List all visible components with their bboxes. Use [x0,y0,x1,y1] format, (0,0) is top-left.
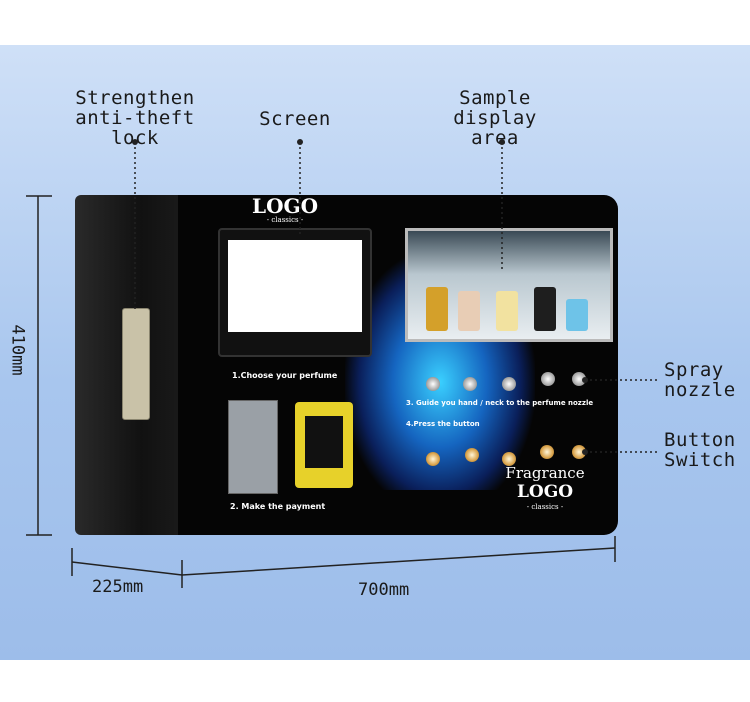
logo-bottom-sub: - classics - [526,503,564,511]
spray-nozzle [572,372,586,386]
dimension-height: 410mm [7,324,28,376]
dimension-depth: 225mm [92,577,144,597]
logo-top-sub: - classics - [266,216,304,224]
spray-button[interactable] [572,445,586,459]
card-reader-screen [305,416,343,468]
step-4-label: 4.Press the button [406,420,480,428]
touch-screen[interactable] [218,228,372,357]
perfume-bottle [458,291,480,331]
spray-nozzle [463,377,477,391]
coin-acceptor[interactable] [228,400,278,494]
callout-button-switch: Button Switch [664,429,736,471]
logo-bottom: LOGO [516,482,574,502]
screen-content [228,240,362,332]
callout-anti-theft-lock: Strengthen anti-theft lock [75,87,195,149]
spray-nozzle [502,377,516,391]
step-3-label: 3. Guide you hand / neck to the perfume … [406,399,594,407]
sample-display-area [405,228,613,342]
step-1-label: 1.Choose your perfume [232,371,338,380]
spray-nozzle [541,372,555,386]
step-2-label: 2. Make the payment [230,502,326,511]
perfume-bottle [534,287,556,331]
logo-top: LOGO [252,194,318,218]
perfume-bottle [566,299,588,331]
spray-nozzle [426,377,440,391]
anti-theft-lock [122,308,150,420]
spray-button[interactable] [540,445,554,459]
spray-button[interactable] [502,452,516,466]
spray-button[interactable] [426,452,440,466]
callout-spray-nozzle: Spray nozzle [664,359,736,401]
dimension-width: 700mm [358,580,410,600]
callout-screen: Screen [259,108,331,130]
perfume-bottle [496,291,518,331]
callout-sample-display: Sample display area [453,87,537,149]
card-reader[interactable] [295,402,353,488]
perfume-bottle [426,287,448,331]
spray-button[interactable] [465,448,479,462]
logo-bottom-script: Fragrance [505,464,585,482]
